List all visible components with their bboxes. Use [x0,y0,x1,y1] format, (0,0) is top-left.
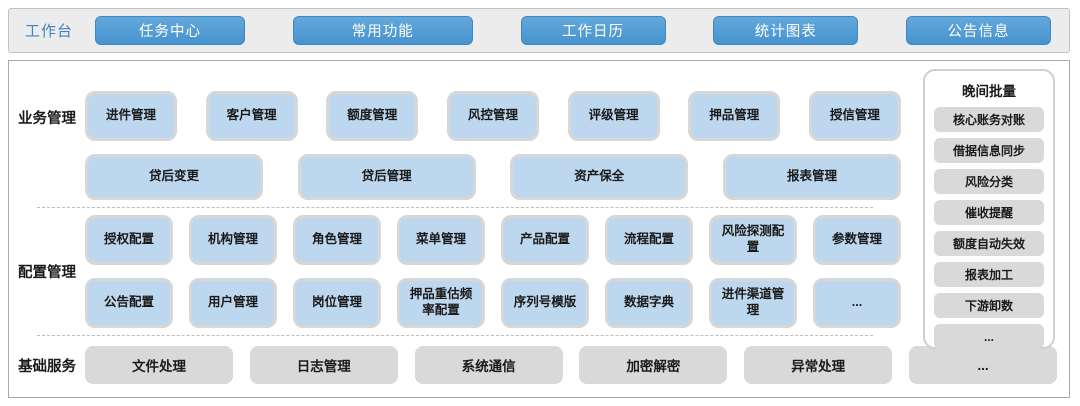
topbar-button-task-center[interactable]: 任务中心 [95,16,245,45]
module-role-management[interactable]: 角色管理 [293,215,381,265]
module-collateral-revaluation-frequency-config[interactable]: 押品重估频率配置 [397,278,485,328]
module-risk-detection-config[interactable]: 风险探测配置 [709,215,797,265]
module-data-dictionary[interactable]: 数据字典 [605,278,693,328]
batch-risk-classification[interactable]: 风险分类 [934,169,1044,194]
module-organization-management[interactable]: 机构管理 [189,215,277,265]
module-serial-number-template[interactable]: 序列号模版 [501,278,589,328]
config-row-1: 授权配置 机构管理 角色管理 菜单管理 产品配置 流程配置 风险探测配置 参数管… [85,215,901,265]
service-encryption-decryption[interactable]: 加密解密 [579,346,728,384]
module-post-loan-management[interactable]: 贷后管理 [297,154,476,200]
module-risk-control-management[interactable]: 风控管理 [446,91,539,141]
module-menu-management[interactable]: 菜单管理 [397,215,485,265]
module-intake-channel-management[interactable]: 进件渠道管理 [709,278,797,328]
module-workflow-config[interactable]: 流程配置 [605,215,693,265]
batch-core-account-reconciliation[interactable]: 核心账务对账 [934,107,1044,132]
service-system-communication[interactable]: 系统通信 [414,346,563,384]
module-architecture-panel: 业务管理 进件管理 客户管理 额度管理 风控管理 评级管理 押品管理 授信管理 … [8,60,1070,398]
section-label-business: 业务管理 [18,111,76,127]
module-asset-preservation[interactable]: 资产保全 [510,154,689,200]
module-report-management[interactable]: 报表管理 [722,154,901,200]
section-label-base: 基础服务 [18,358,76,375]
module-rating-management[interactable]: 评级管理 [567,91,660,141]
module-credit-management[interactable]: 授信管理 [808,91,901,141]
section-base-services: 基础服务 文件处理 日志管理 系统通信 加密解密 异常处理 ... [9,346,1069,384]
business-row-1: 进件管理 客户管理 额度管理 风控管理 评级管理 押品管理 授信管理 [85,91,901,141]
module-position-management[interactable]: 岗位管理 [293,278,381,328]
section-label-config: 配置管理 [18,265,76,281]
section-divider-dashed [37,207,873,208]
batch-downstream-data-export[interactable]: 下游卸数 [934,293,1044,318]
module-product-config[interactable]: 产品配置 [501,215,589,265]
batch-quota-auto-expiry[interactable]: 额度自动失效 [934,231,1044,256]
module-authorization-config[interactable]: 授权配置 [85,215,173,265]
module-config-more[interactable]: ... [813,278,901,328]
service-exception-handling[interactable]: 异常处理 [744,346,893,384]
service-more[interactable]: ... [908,346,1057,384]
batch-more[interactable]: ... [934,324,1044,349]
batch-report-processing[interactable]: 报表加工 [934,262,1044,287]
module-user-management[interactable]: 用户管理 [189,278,277,328]
topbar-button-common-functions[interactable]: 常用功能 [292,16,473,45]
night-batch-panel: 晚间批量 核心账务对账 借据信息同步 风险分类 催收提醒 额度自动失效 报表加工… [923,69,1055,349]
service-log-management[interactable]: 日志管理 [249,346,398,384]
service-file-processing[interactable]: 文件处理 [85,346,233,384]
workbench-topbar: 工作台 任务中心 常用功能 工作日历 统计图表 公告信息 [8,8,1070,53]
batch-collection-reminder[interactable]: 催收提醒 [934,200,1044,225]
module-collateral-management[interactable]: 押品管理 [688,91,781,141]
business-row-2: 贷后变更 贷后管理 资产保全 报表管理 [85,154,901,200]
module-quota-management[interactable]: 额度管理 [326,91,419,141]
night-batch-title: 晚间批量 [962,84,1016,99]
section-divider-dashed [37,335,873,336]
topbar-button-work-calendar[interactable]: 工作日历 [520,16,666,45]
section-config-management: 配置管理 授权配置 机构管理 角色管理 菜单管理 产品配置 流程配置 风险探测配… [9,215,1069,328]
topbar-button-group: 任务中心 常用功能 工作日历 统计图表 公告信息 [91,16,1069,45]
base-services-row: 文件处理 日志管理 系统通信 加密解密 异常处理 ... [85,346,1057,384]
module-intake-management[interactable]: 进件管理 [85,91,177,141]
module-post-loan-change[interactable]: 贷后变更 [85,154,263,200]
topbar-button-announcements[interactable]: 公告信息 [906,16,1051,45]
batch-loan-receipt-info-sync[interactable]: 借据信息同步 [934,138,1044,163]
section-business-management: 业务管理 进件管理 客户管理 额度管理 风控管理 评级管理 押品管理 授信管理 … [9,91,1069,200]
module-announcement-config[interactable]: 公告配置 [85,278,173,328]
workbench-label: 工作台 [25,23,74,40]
topbar-button-statistics-charts[interactable]: 统计图表 [713,16,859,45]
config-row-2: 公告配置 用户管理 岗位管理 押品重估频率配置 序列号模版 数据字典 进件渠道管… [85,278,901,328]
module-parameter-management[interactable]: 参数管理 [813,215,901,265]
module-customer-management[interactable]: 客户管理 [205,91,298,141]
